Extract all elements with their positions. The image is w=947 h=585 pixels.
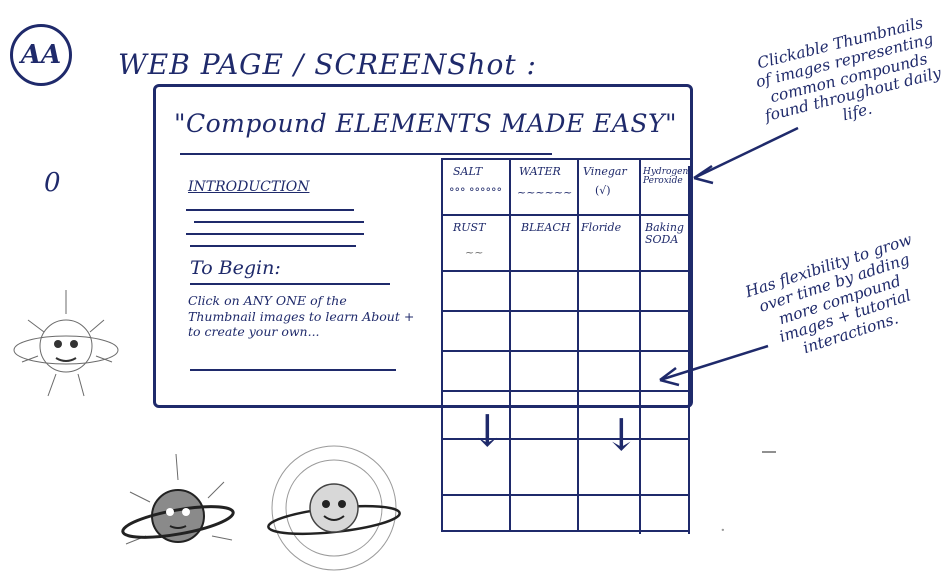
thumbnail-rust[interactable]: RUST ~~ bbox=[443, 216, 509, 270]
thumbnail-vinegar[interactable]: Vinegar (√) bbox=[579, 160, 639, 214]
webpage-mockup: "Compound ELEMENTS MADE EASY" INTRODUCTI… bbox=[153, 84, 693, 408]
salt-crystals-icon: °°° °°°°°° bbox=[449, 186, 502, 199]
thumbnail-floride[interactable]: Floride bbox=[579, 216, 639, 270]
water-waves-icon: ~~~~~~ bbox=[517, 186, 573, 199]
intro-text-line bbox=[190, 245, 356, 247]
pencil-dot: · bbox=[720, 520, 726, 541]
version-badge: AA bbox=[10, 24, 72, 86]
grow-down-arrow-icon: ↓ bbox=[469, 406, 506, 457]
thumbnail-label: RUST bbox=[453, 221, 486, 234]
rust-scribble-icon: ~~ bbox=[465, 246, 484, 259]
to-begin-heading: To Begin: bbox=[190, 257, 281, 279]
thumbnail-label: Baking SODA bbox=[645, 221, 684, 246]
mockup-title: "Compound ELEMENTS MADE EASY" bbox=[174, 109, 677, 138]
begin-underline bbox=[190, 283, 390, 285]
instruction-line bbox=[190, 369, 396, 371]
arrow-head-thumbnails bbox=[693, 164, 714, 185]
intro-text-line bbox=[194, 221, 364, 223]
thumbnail-annotation: Clickable Thumbnails of images represent… bbox=[753, 13, 944, 126]
introduction-heading: INTRODUCTION bbox=[188, 179, 310, 195]
thumbnail-label: SALT bbox=[453, 165, 483, 178]
mascot-sketch-saturn bbox=[121, 453, 235, 545]
page-heading: WEB PAGE / SCREENShot : bbox=[118, 48, 537, 81]
thumbnail-bleach[interactable]: BLEACH bbox=[511, 216, 577, 270]
thumbnail-label: Floride bbox=[581, 221, 622, 234]
grow-down-arrow-icon: ↓ bbox=[603, 410, 640, 461]
mascot-sketch-smiling bbox=[267, 445, 401, 571]
thumbnail-label: Vinegar bbox=[583, 165, 627, 178]
mascot-sketch-left bbox=[13, 290, 119, 397]
thumbnail-salt[interactable]: SALT °°° °°°°°° bbox=[443, 160, 509, 214]
instruction-text: Click on ANY ONE of the Thumbnail images… bbox=[188, 293, 415, 340]
title-underline bbox=[180, 153, 552, 155]
thumbnail-baking-soda[interactable]: Baking SODA bbox=[641, 216, 689, 270]
thumbnail-water[interactable]: WATER ~~~~~~ bbox=[511, 160, 577, 214]
thumbnail-label: WATER bbox=[519, 165, 561, 178]
vinegar-flame-icon: (√) bbox=[595, 184, 611, 197]
thumbnail-label: BLEACH bbox=[521, 221, 571, 234]
thumbnail-label: Hydrogen Peroxide bbox=[643, 167, 689, 187]
margin-glyph: 0 bbox=[44, 168, 61, 198]
intro-text-line bbox=[186, 233, 364, 235]
thumbnail-placeholder-row bbox=[443, 272, 689, 394]
flexibility-annotation: Has flexibility to grow over time by add… bbox=[743, 230, 915, 358]
intro-text-line bbox=[186, 209, 354, 211]
thumbnail-hydrogen-peroxide[interactable]: Hydrogen Peroxide bbox=[641, 160, 689, 214]
